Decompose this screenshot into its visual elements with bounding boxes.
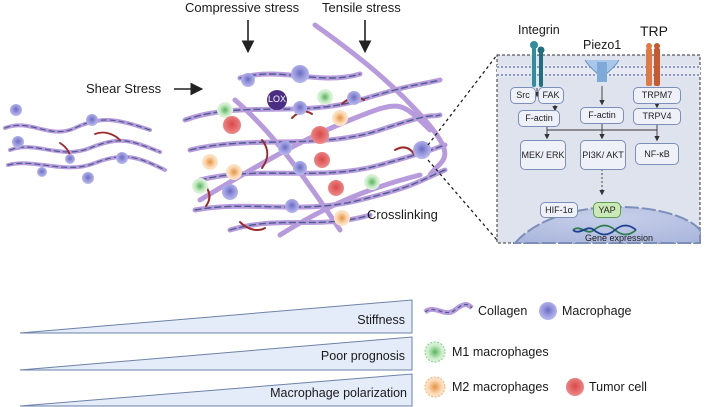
gene-expression-label: Gene expression — [585, 233, 654, 243]
trpm7-box: TRPM7 — [633, 87, 681, 104]
factin-mid-box: F-actin — [580, 107, 624, 124]
crosslinking-label: Crosslinking — [367, 207, 438, 222]
legend-tumor-icon — [566, 378, 584, 396]
legend-m2-label: M2 macrophages — [452, 380, 549, 394]
dense-matrix-cells — [192, 65, 431, 226]
integrin-receptor-icon — [530, 41, 545, 87]
factin-left-box: F-actin — [518, 110, 560, 127]
legend-m1-label: M1 macrophages — [452, 345, 549, 359]
pi3k-akt-box: PI3K/ AKT — [580, 140, 626, 170]
legend-m1-icon — [424, 341, 446, 363]
legend-macrophage-label: Macrophage — [562, 304, 632, 318]
legend-tumor-label: Tumor cell — [589, 380, 647, 394]
nfkb-box: NF-κB — [635, 143, 679, 165]
piezo1-label: Piezo1 — [583, 38, 622, 52]
hif1a-box: HIF-1α — [540, 202, 578, 218]
loose-collagen-matrix — [3, 117, 167, 172]
trp-channel-icon — [646, 43, 660, 86]
trp-label: TRP — [640, 23, 668, 39]
loose-matrix-macrophages — [10, 104, 128, 184]
shear-stress-label: Shear Stress — [86, 81, 162, 96]
stiffness-label: Stiffness — [357, 313, 405, 327]
mek-erk-box: MEK/ ERK — [520, 140, 566, 170]
tensile-stress-label: Tensile stress — [322, 0, 401, 15]
legend-collagen-label: Collagen — [478, 304, 528, 318]
legend-collagen-icon — [423, 302, 474, 316]
trpv4-box: TRPV4 — [633, 108, 681, 125]
legend-macrophage-icon — [539, 302, 557, 320]
integrin-label: Integrin — [518, 23, 560, 37]
dna-helix-icon — [572, 224, 637, 236]
lox-enzyme — [267, 90, 287, 110]
macrophage-polarization-label: Macrophage polarization — [270, 386, 407, 400]
fak-box: FAK — [538, 87, 564, 104]
compressive-stress-label: Compressive stress — [185, 0, 300, 15]
lox-label: LOX — [267, 94, 286, 104]
poor-prognosis-wedge — [19, 336, 413, 371]
src-box: Src — [510, 87, 536, 104]
macrophage-polarization-wedge — [19, 373, 413, 407]
stiffness-wedge — [19, 299, 413, 334]
zoom-line-top — [427, 54, 498, 146]
poor-prognosis-label: Poor prognosis — [320, 349, 405, 363]
legend-m2-icon — [424, 376, 446, 398]
piezo1-channel-icon — [584, 59, 620, 82]
yap-box: YAP — [593, 202, 621, 218]
